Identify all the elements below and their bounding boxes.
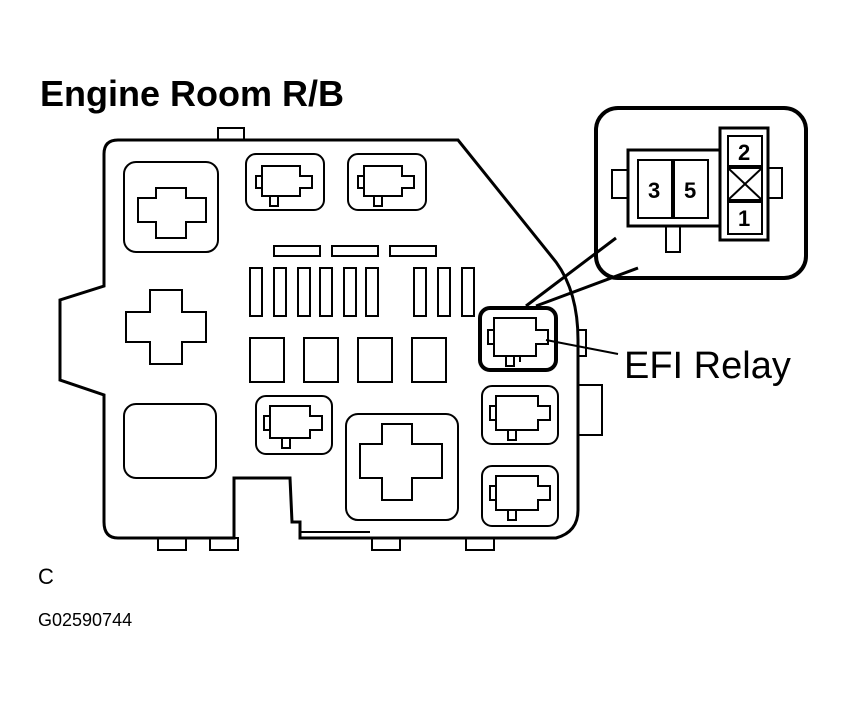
slot-3 xyxy=(389,245,437,257)
small-relay-top-2 xyxy=(347,153,427,211)
bottom-foot-2 xyxy=(209,537,239,551)
pin-2-label: 2 xyxy=(738,140,750,165)
slot-2 xyxy=(331,245,379,257)
efi-relay-label: EFI Relay xyxy=(624,345,791,387)
plus-terminal-left xyxy=(125,289,207,365)
connector-detail-box xyxy=(594,106,808,280)
bottom-foot-1 xyxy=(157,537,187,551)
callout-line-right xyxy=(535,266,639,308)
fuse-row xyxy=(249,267,475,317)
square-fuse-row xyxy=(249,337,447,383)
plus-terminal-center xyxy=(359,423,443,501)
side-tab-lower xyxy=(577,384,603,436)
plus-terminal-icon xyxy=(137,187,207,239)
diagram-title: Engine Room R/B xyxy=(40,73,344,114)
slot-1 xyxy=(273,245,321,257)
pin-3-label: 3 xyxy=(648,178,660,203)
large-relay-top-left xyxy=(123,161,219,253)
pin-5-label: 5 xyxy=(684,178,696,203)
small-relay-right-1 xyxy=(481,385,559,445)
relay-connector-detail xyxy=(611,126,783,253)
figure-code: G02590744 xyxy=(38,610,132,630)
large-relay-bottom-left xyxy=(123,403,217,479)
relay-block-housing xyxy=(58,138,580,540)
small-relay-top-1 xyxy=(245,153,325,211)
efi-relay-leader xyxy=(545,339,619,355)
bottom-foot-3 xyxy=(371,537,401,551)
callout-line-left xyxy=(525,236,617,308)
pin-1-label: 1 xyxy=(738,206,750,231)
view-letter: C xyxy=(38,564,54,589)
bottom-foot-4 xyxy=(465,537,495,551)
efi-relay xyxy=(478,306,558,372)
small-relay-right-2 xyxy=(481,465,559,527)
top-tab xyxy=(217,127,245,141)
small-relay-middle xyxy=(255,395,333,455)
large-relay-bottom-center xyxy=(345,413,459,521)
side-tab-upper xyxy=(577,329,587,357)
